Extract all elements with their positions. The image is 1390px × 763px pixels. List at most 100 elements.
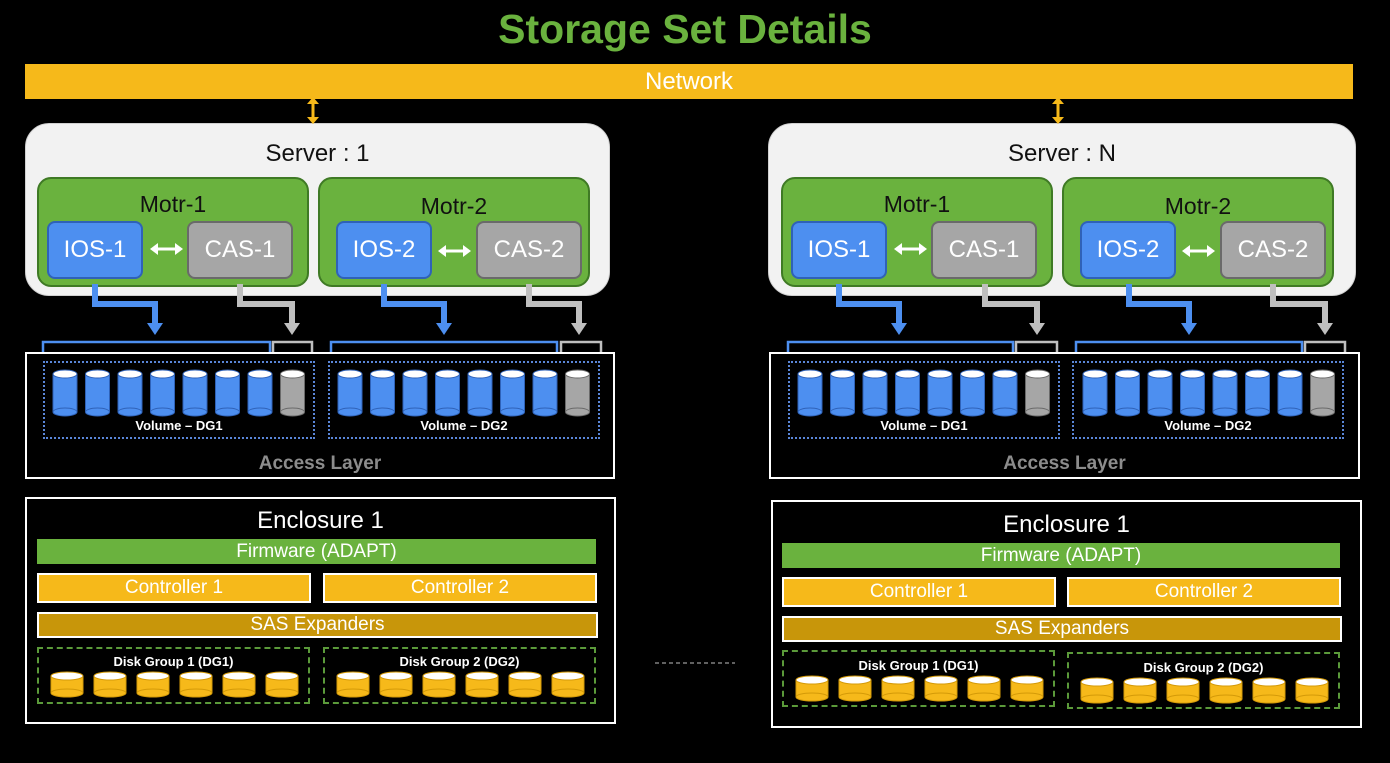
- motr-title: Motr-1: [883, 191, 951, 217]
- ios-volume-disk: [960, 369, 985, 417]
- cas-volume-disk: [565, 369, 590, 417]
- disk-icon: [93, 671, 127, 698]
- disk-icon: [838, 675, 872, 702]
- ios-volume-disk: [1277, 369, 1303, 417]
- disk-icon: [967, 675, 1001, 702]
- volume-label: Volume – DG1: [135, 418, 223, 433]
- server-n-cas-2: CAS-2: [1220, 221, 1326, 279]
- server-1-controller-2: Controller 2: [323, 573, 597, 603]
- disk-icon: [924, 675, 958, 702]
- volume-bracket: [1303, 340, 1347, 352]
- disk-icon: [379, 671, 413, 698]
- ios-volume-link: [92, 284, 163, 335]
- page-title: Storage Set Details: [498, 6, 872, 52]
- ios-volume-link: [381, 284, 452, 335]
- ios-volume-disk: [862, 369, 888, 417]
- disk-icon: [136, 671, 170, 698]
- server-n-volume-dg1: Volume – DG1: [788, 361, 1060, 439]
- server-n-disk-group-1: Disk Group 1 (DG1): [782, 650, 1055, 707]
- ios-volume-link: [1126, 284, 1197, 335]
- server-1-cas-1: CAS-1: [187, 221, 293, 279]
- server-n-ios-2: IOS-2: [1080, 221, 1176, 279]
- disk-icon: [1010, 675, 1044, 702]
- ios-volume-disk: [247, 369, 273, 417]
- cas-volume-link: [1270, 284, 1333, 335]
- server-1-sas-expanders: SAS Expanders: [37, 612, 598, 638]
- disk-icon: [1166, 677, 1200, 704]
- ios-volume-link: [836, 284, 907, 335]
- cas-volume-link: [237, 284, 300, 335]
- network-link-server-1: [307, 97, 319, 124]
- ios-volume-disk: [117, 369, 143, 417]
- disk-icon: [881, 675, 915, 702]
- volume-bracket: [786, 340, 1015, 352]
- cas-volume-link: [526, 284, 587, 335]
- server-n-disk-group-2: Disk Group 2 (DG2): [1067, 652, 1340, 709]
- disk-icon: [336, 671, 370, 698]
- disk-group-label: Disk Group 2 (DG2): [399, 654, 520, 669]
- ios-volume-disk: [797, 369, 823, 417]
- server-1-disk-group-1: Disk Group 1 (DG1): [37, 647, 310, 704]
- access-layer-label: Access Layer: [258, 453, 382, 474]
- network-bar: Network: [25, 64, 1353, 99]
- volume-bracket: [41, 340, 272, 352]
- ios-volume-disk: [1115, 369, 1140, 417]
- disk-group-label: Disk Group 1 (DG1): [113, 654, 234, 669]
- server-1-ios-1: IOS-1: [47, 221, 143, 279]
- ios-volume-disk: [85, 369, 110, 417]
- ios-cas-link: [894, 243, 927, 255]
- disk-icon: [465, 671, 499, 698]
- server-n-firmware: Firmware (ADAPT): [782, 543, 1340, 568]
- ios-cas-link: [150, 243, 183, 255]
- server-n-volume-dg2: Volume – DG2: [1072, 361, 1344, 439]
- server-n-cas-1: CAS-1: [931, 221, 1037, 279]
- ios-volume-disk: [830, 369, 855, 417]
- ios-volume-disk: [1212, 369, 1238, 417]
- server-1-title: Server : 1: [265, 140, 370, 167]
- disk-icon: [1080, 677, 1114, 704]
- ios-volume-disk: [532, 369, 558, 417]
- disk-group-label: Disk Group 1 (DG1): [858, 658, 979, 673]
- volume-bracket: [271, 340, 314, 352]
- server-n-sas-expanders: SAS Expanders: [782, 616, 1342, 642]
- ios-volume-disk: [927, 369, 953, 417]
- volume-bracket: [1074, 340, 1304, 352]
- access-layer-label: Access Layer: [1003, 453, 1126, 474]
- enclosure-title: Enclosure 1: [1003, 511, 1130, 538]
- server-1-volume-dg1: Volume – DG1: [43, 361, 315, 439]
- server-1-ios-2: IOS-2: [336, 221, 432, 279]
- ios-volume-disk: [992, 369, 1018, 417]
- ios-volume-disk: [1082, 369, 1108, 417]
- disk-icon: [222, 671, 256, 698]
- volume-bracket: [559, 340, 603, 352]
- cas-volume-disk: [280, 369, 305, 417]
- disk-icon: [1209, 677, 1243, 704]
- cas-volume-disk: [1025, 369, 1050, 417]
- disk-icon: [422, 671, 456, 698]
- ios-volume-disk: [215, 369, 240, 417]
- disk-icon: [1295, 677, 1329, 704]
- ios-cas-link: [438, 245, 471, 257]
- disk-icon: [1252, 677, 1286, 704]
- ios-volume-disk: [467, 369, 493, 417]
- ios-volume-disk: [895, 369, 920, 417]
- ios-volume-disk: [500, 369, 525, 417]
- server-1-controller-1: Controller 1: [37, 573, 311, 603]
- server-1-cas-2: CAS-2: [476, 221, 582, 279]
- volume-label: Volume – DG2: [420, 418, 508, 433]
- server-n-ios-1: IOS-1: [791, 221, 887, 279]
- network-link-server-n: [1052, 97, 1064, 124]
- ios-volume-disk: [402, 369, 428, 417]
- disk-icon: [1123, 677, 1157, 704]
- ios-cas-link: [1182, 245, 1215, 257]
- volume-label: Volume – DG2: [1164, 418, 1252, 433]
- server-n-controller-2: Controller 2: [1067, 577, 1341, 607]
- disk-group-label: Disk Group 2 (DG2): [1143, 660, 1264, 675]
- server-1-disk-group-2: Disk Group 2 (DG2): [323, 647, 596, 704]
- cas-volume-link: [982, 284, 1045, 335]
- server-1-volume-dg2: Volume – DG2: [328, 361, 600, 439]
- disk-icon: [508, 671, 542, 698]
- ios-volume-disk: [52, 369, 78, 417]
- motr-title: Motr-1: [139, 191, 207, 217]
